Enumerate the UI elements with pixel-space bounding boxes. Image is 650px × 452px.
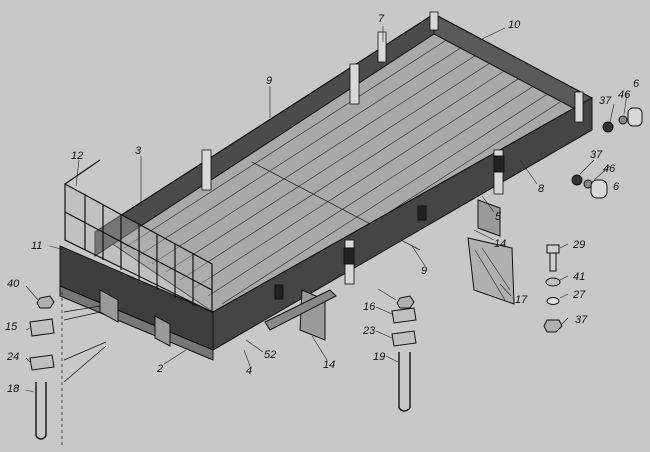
nut-40-left (36, 295, 55, 309)
callout-3: 3 (135, 145, 142, 157)
nut-37-right (543, 319, 563, 333)
callout-18: 18 (7, 383, 20, 395)
callout-6-top: 6 (633, 78, 640, 90)
callout-46-top: 46 (618, 89, 631, 101)
callout-19: 19 (373, 351, 385, 363)
callout-23: 23 (362, 325, 376, 337)
callout-16: 16 (363, 301, 376, 313)
callout-37-lower: 37 (590, 149, 603, 161)
washer-27 (546, 297, 560, 305)
callout-11: 11 (31, 240, 42, 252)
callout-15: 15 (5, 321, 18, 333)
callout-40-left: 40 (7, 278, 20, 290)
clamp-24 (29, 354, 55, 371)
callout-37-right: 37 (575, 314, 588, 326)
cargo-body (59, 11, 594, 361)
hinges (274, 155, 505, 300)
callout-7: 7 (378, 13, 385, 25)
mudguard (467, 237, 515, 305)
washer-41 (545, 277, 561, 287)
callout-14-right: 14 (494, 238, 506, 250)
clamp-15 (29, 318, 55, 337)
callout-8: 8 (538, 183, 545, 195)
callout-27: 27 (572, 289, 586, 301)
callout-41: 41 (573, 271, 585, 283)
u-bolt-19 (398, 352, 411, 412)
clamp-16 (391, 307, 417, 324)
callout-37-top: 37 (599, 95, 612, 107)
callout-10: 10 (508, 19, 521, 31)
callout-labels: 7 10 9 6 37 46 3 12 8 5 11 14 29 40 41 2… (5, 13, 640, 395)
callout-52: 52 (264, 349, 276, 361)
callout-2: 2 (156, 363, 163, 375)
bumper-6-upper (602, 107, 643, 133)
front-grille (64, 159, 213, 313)
callout-17: 17 (515, 294, 528, 306)
u-bolt-18 (35, 382, 47, 440)
callout-6-lower: 6 (613, 181, 620, 193)
nut-40-mid (396, 295, 415, 309)
callout-9-top: 9 (266, 75, 272, 87)
longitudinal-beam (264, 289, 337, 331)
callout-12: 12 (71, 150, 83, 162)
leader-lines (25, 26, 628, 393)
callout-29: 29 (572, 239, 585, 251)
callout-14-bottom: 14 (323, 359, 335, 371)
bolt-29 (546, 244, 560, 272)
callout-5: 5 (495, 211, 502, 223)
callout-4: 4 (246, 365, 252, 377)
bumper-6-lower (571, 174, 608, 199)
callout-24: 24 (6, 351, 19, 363)
assembly-lines (61, 292, 107, 445)
clamp-23 (391, 330, 417, 347)
callout-9-mid: 9 (421, 265, 427, 277)
callout-46-lower: 46 (603, 163, 616, 175)
